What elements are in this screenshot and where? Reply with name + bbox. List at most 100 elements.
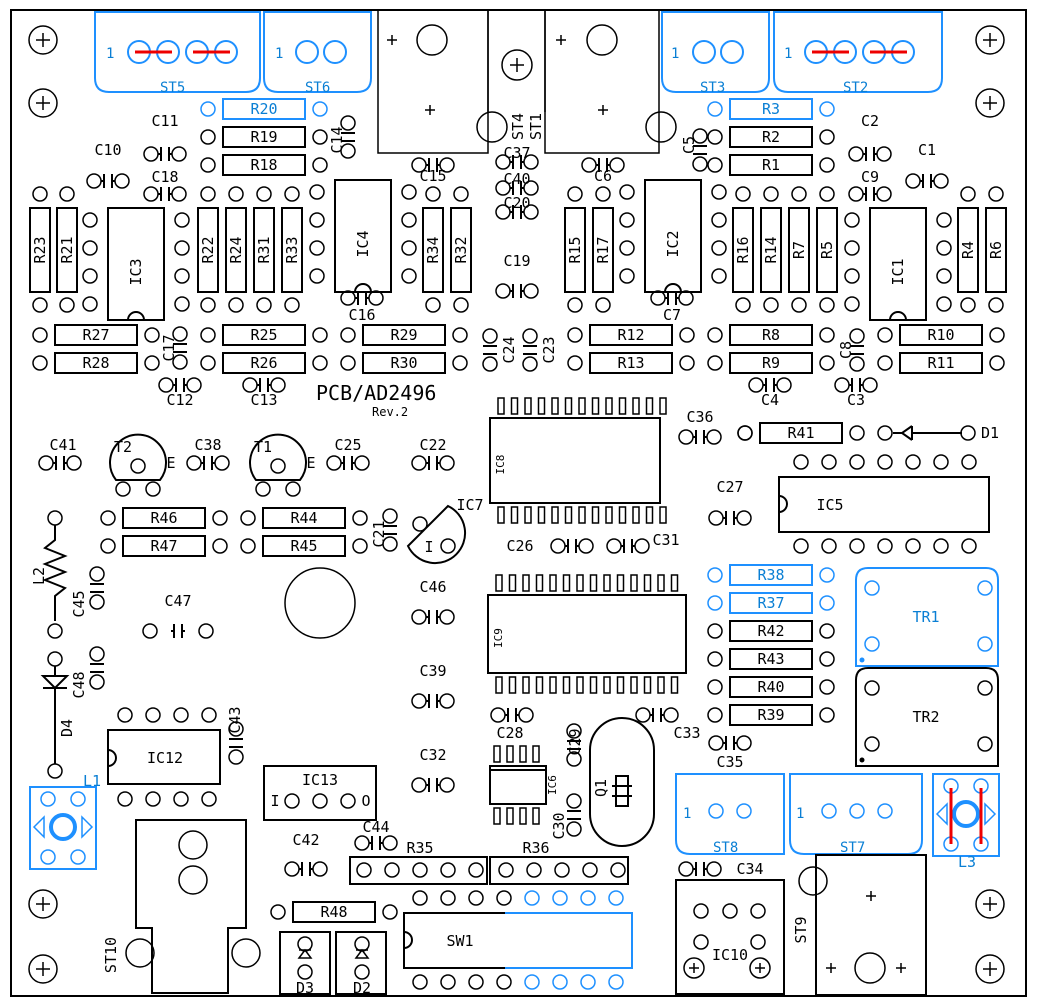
capacitor-symbol — [693, 430, 707, 444]
solder-pad — [735, 186, 751, 202]
ic-smd-pin — [493, 745, 501, 763]
resistor-label: R14 — [762, 236, 780, 263]
solder-pad — [522, 356, 538, 372]
solder-pad — [834, 377, 850, 393]
solder-pad — [977, 580, 993, 596]
ic-ic5 — [778, 476, 990, 533]
capacitor-symbol — [920, 174, 934, 188]
resistor-label: R36 — [522, 839, 549, 857]
solder-pad — [38, 455, 54, 471]
capacitor-symbol — [510, 181, 524, 195]
solder-pad — [849, 328, 865, 344]
solder-pad — [707, 623, 723, 639]
solder-pad — [960, 425, 976, 441]
capacitor-symbol — [90, 663, 104, 673]
capacitor-label: C8 — [837, 341, 855, 359]
ic-ic6 — [489, 765, 547, 805]
capacitor-c35 — [723, 736, 737, 750]
solder-pad — [567, 297, 583, 313]
ic-smd-pin — [643, 574, 652, 592]
coil-core — [49, 813, 77, 841]
solder-pad — [578, 538, 594, 554]
solder-pad — [844, 212, 860, 228]
transformer-tr2 — [855, 667, 999, 767]
solder-pad — [819, 623, 835, 639]
solder-pad — [411, 693, 427, 709]
ic-smd-pin — [670, 676, 679, 694]
ic-smd-pin — [659, 506, 667, 524]
capacitor-c19 — [510, 284, 524, 298]
capacitor-symbol — [426, 778, 440, 792]
capacitor-symbol — [426, 158, 440, 172]
capacitor-label: C21 — [370, 520, 388, 547]
resistor-label: R9 — [762, 354, 780, 372]
solder-pad — [200, 101, 216, 117]
capacitor-c42 — [299, 862, 313, 876]
resistor-label: R16 — [734, 236, 752, 263]
solder-pad — [989, 355, 1005, 371]
solder-pad — [711, 184, 727, 200]
resistor-label: R34 — [424, 236, 442, 263]
resistor-r25 — [222, 324, 306, 346]
ic-smd-pin — [603, 676, 611, 694]
ic-smd-pin — [632, 397, 640, 415]
capacitor-symbol — [229, 738, 243, 748]
capacitor-label: C7 — [663, 306, 681, 324]
capacitor-label: C9 — [861, 168, 879, 186]
solder-pad — [933, 173, 949, 189]
resistor-r24 — [225, 207, 247, 293]
solder-pad — [936, 212, 952, 228]
capacitor-label: C18 — [151, 168, 178, 186]
solder-pad — [707, 129, 723, 145]
solder-pad — [214, 455, 230, 471]
solder-pad — [849, 803, 865, 819]
solder-pad — [495, 283, 511, 299]
resistor-r3 — [729, 98, 813, 120]
solder-pad — [988, 186, 1004, 202]
solder-pad — [905, 454, 921, 470]
mounting-pad — [683, 957, 705, 979]
solder-pad — [32, 186, 48, 202]
resistor-r48 — [292, 901, 376, 923]
ic-label: IC12 — [147, 749, 183, 767]
solder-pad — [566, 821, 582, 837]
ic-smd-pin — [659, 397, 667, 415]
capacitor-label: C16 — [348, 306, 375, 324]
solder-pad — [736, 803, 752, 819]
ic-label: IC5 — [816, 496, 843, 514]
ic-smd-pin — [589, 676, 598, 694]
solder-pad — [212, 538, 228, 554]
resistor-r47 — [122, 535, 206, 557]
solder-pad — [862, 377, 878, 393]
capacitor-label: C4 — [761, 391, 779, 409]
solder-pad — [440, 974, 456, 990]
capacitor-symbol — [510, 205, 524, 219]
capacitor-c17 — [173, 343, 187, 353]
capacitor-label: C20 — [503, 194, 530, 212]
capacitor-symbol — [158, 147, 172, 161]
solder-pad — [312, 793, 328, 809]
solder-pad — [524, 890, 540, 906]
ic-ic2 — [644, 179, 702, 293]
resistor-r26 — [222, 352, 306, 374]
solder-pad — [819, 297, 835, 313]
capacitor-symbol — [299, 862, 313, 876]
connector-label-st8: ST8 — [713, 840, 738, 856]
solder-pad — [977, 636, 993, 652]
solder-pad — [47, 651, 63, 667]
ic-smd-pin — [510, 397, 519, 415]
capacitor-label: C6 — [594, 167, 612, 185]
solder-pad — [401, 240, 417, 256]
resistor-label: R48 — [320, 903, 347, 921]
capacitor-c29 — [567, 740, 581, 750]
board-title: PCB/AD2496 — [316, 381, 436, 405]
capacitor-symbol — [426, 456, 440, 470]
ic-smd-pin — [643, 676, 652, 694]
solder-pad — [496, 974, 512, 990]
solder-pad — [960, 297, 976, 313]
solder-pad — [819, 129, 835, 145]
solder-pad — [961, 454, 977, 470]
capacitor-c24 — [483, 345, 497, 355]
solder-pad — [989, 327, 1005, 343]
solder-pad — [582, 862, 598, 878]
